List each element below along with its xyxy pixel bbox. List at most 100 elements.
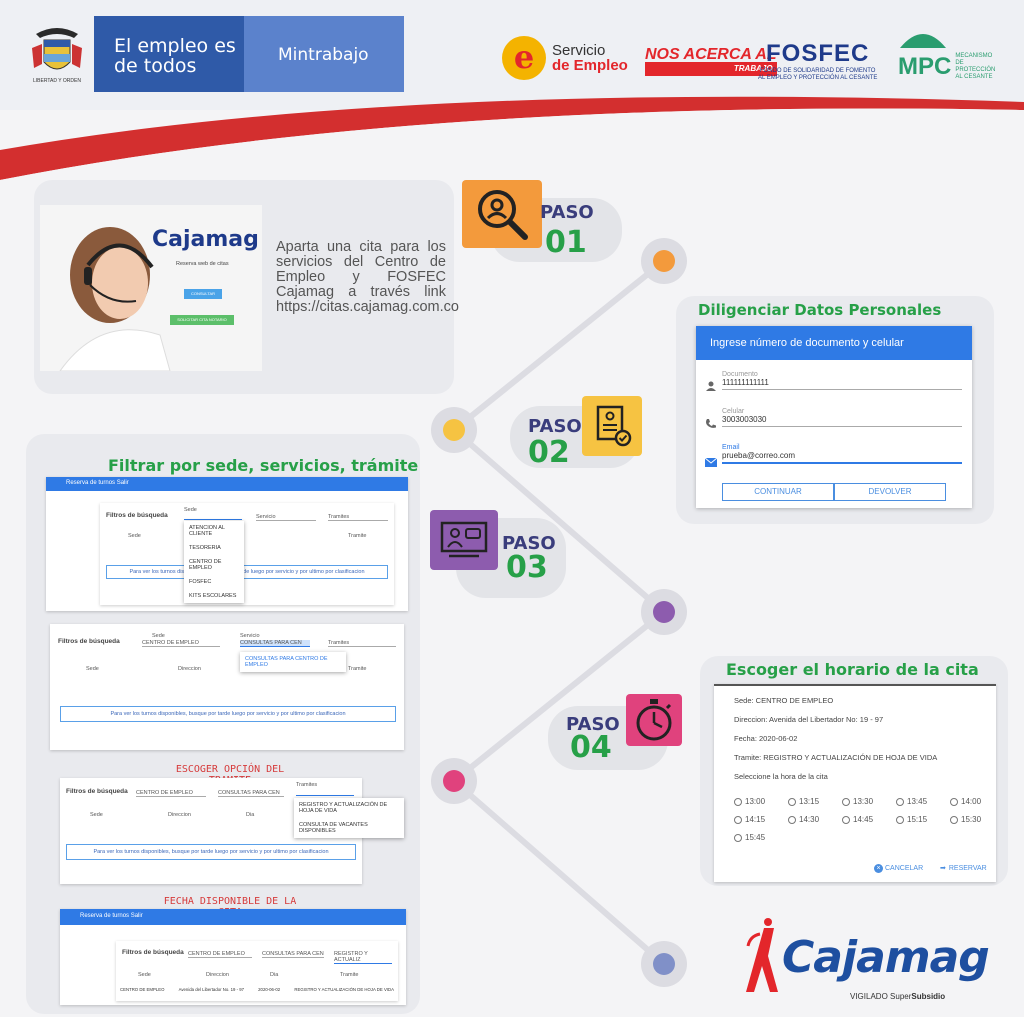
time-slot[interactable]: 13:45 <box>896 797 950 806</box>
tramite-option[interactable]: CONSULTA DE VACANTES DISPONIBLES <box>299 822 368 834</box>
gov-slogan: El empleo es de todos <box>94 16 244 92</box>
col-sede: Sede <box>90 812 103 818</box>
sede-option[interactable]: CENTRO DE EMPLEO <box>189 559 222 571</box>
gov-banner: El empleo es de todos Mintrabajo <box>94 16 404 92</box>
screenshot-sede: Reserva de turnos Salir Filtros de búsqu… <box>46 477 408 611</box>
search-user-icon <box>478 190 528 240</box>
time-slot[interactable]: 13:30 <box>842 797 896 806</box>
sede-option[interactable]: KITS ESCOLARES <box>189 593 237 599</box>
colombia-coat-of-arms-icon: LIBERTAD Y ORDEN <box>32 28 82 84</box>
servicio-select[interactable]: CONSULTAS PARA CEN <box>240 640 310 647</box>
col-sede: Sede <box>138 972 151 978</box>
time-slot[interactable]: 13:15 <box>788 797 842 806</box>
tramite-select[interactable]: Tramites <box>328 640 396 647</box>
sede-option[interactable]: TESORERIA <box>189 545 221 551</box>
timeline-dot-5 <box>641 941 687 987</box>
info-banner: Para ver los turnos disponibles, busque … <box>66 844 356 860</box>
step1-paso-label: PASO <box>540 202 594 223</box>
continuar-button[interactable]: CONTINUAR <box>722 483 834 501</box>
reserve-button[interactable]: ➡ RESERVAR <box>940 864 987 873</box>
time-slot[interactable]: 15:45 <box>734 833 788 842</box>
sede-dropdown: ATENCION AL CLIENTE TESORERIA CENTRO DE … <box>184 521 244 603</box>
email-value: prueba@correo.com <box>722 451 962 464</box>
step1-number: 01 <box>545 225 587 260</box>
step3-number: 03 <box>506 550 548 585</box>
sede-select[interactable] <box>184 514 242 520</box>
reserve-label: RESERVAR <box>948 864 987 872</box>
info-banner: Para ver los turnos disponibles, busque … <box>106 565 388 579</box>
servicio-empleo-line1: Servicio <box>552 42 606 59</box>
tramite-option[interactable]: REGISTRO Y ACTUALIZACIÓN DE HOJA DE VIDA <box>299 802 388 814</box>
info-banner: Para ver los turnos disponibles, busque … <box>60 706 396 722</box>
email-field[interactable]: Email prueba@correo.com <box>722 444 962 464</box>
servicio-select[interactable]: CONSULTAS PARA CEN <box>218 790 284 797</box>
col-sede: Sede <box>86 666 99 672</box>
row-direccion: Avenida del Libertador No. 19 - 97 <box>178 987 244 992</box>
time-slot[interactable]: 15:30 <box>950 815 1004 824</box>
col-direccion: Direccion <box>178 666 201 672</box>
subsidio-label: Subsidio <box>911 992 946 1001</box>
step4-paso-label: PASO <box>566 714 620 735</box>
form-header: Ingrese número de documento y celular <box>696 326 972 360</box>
sede-label: Sede <box>152 633 165 639</box>
time-slot[interactable]: 15:15 <box>896 815 950 824</box>
devolver-button[interactable]: DEVOLVER <box>834 483 946 501</box>
sede-option[interactable]: ATENCION AL CLIENTE <box>189 525 225 537</box>
footer-brand: Cajamag <box>782 932 990 983</box>
step3-title: Filtrar por sede, servicios, trámite <box>108 456 419 475</box>
tramite-select[interactable]: REGISTRO Y ACTUALIZ <box>334 951 392 964</box>
servicio-option[interactable]: CONSULTAS PARA CENTRO DE EMPLEO <box>245 656 328 668</box>
filters-title: Filtros de búsqueda <box>66 788 128 795</box>
svg-text:LIBERTAD Y ORDEN: LIBERTAD Y ORDEN <box>33 78 81 84</box>
photo-subtitle: Reserva web de citas <box>176 261 229 267</box>
step2-icon-box <box>582 396 642 456</box>
sede-select[interactable]: CENTRO DE EMPLEO <box>136 790 206 797</box>
step2-paso-label: PASO <box>528 416 582 437</box>
email-icon <box>704 454 718 472</box>
sede-select[interactable]: CENTRO DE EMPLEO <box>142 640 220 647</box>
time-slot[interactable]: 13:00 <box>734 797 788 806</box>
servicio-empleo-line2: de Empleo <box>552 57 628 74</box>
time-slot[interactable]: 14:00 <box>950 797 1004 806</box>
cajamag-footer-logo: Cajamag VIGILADO SuperSubsidio <box>744 912 990 1004</box>
step3-icon-box <box>430 510 498 570</box>
tramite-line: Tramite: REGISTRO Y ACTUALIZACIÓN DE HOJ… <box>734 753 938 762</box>
reserva-bar: Reserva de turnos Salir <box>60 909 406 925</box>
cancel-button[interactable]: × CANCELAR <box>874 864 923 873</box>
step3-paso-label: PASO <box>502 533 556 554</box>
timeline-dot-1 <box>641 238 687 284</box>
sede-select[interactable]: CENTRO DE EMPLEO <box>188 951 252 958</box>
step4-number: 04 <box>570 730 612 765</box>
tramite-select[interactable] <box>296 790 354 796</box>
documento-field[interactable]: Documento 111111111111 <box>722 371 962 390</box>
col-dia: Dia <box>270 972 279 978</box>
timeline-dot-2 <box>431 407 477 453</box>
tramite-select[interactable]: Tramites <box>328 514 388 521</box>
sede-label: Sede <box>184 507 197 513</box>
time-slot[interactable]: 14:30 <box>788 815 842 824</box>
servicio-select[interactable]: CONSULTAS PARA CEN <box>262 951 324 958</box>
sede-option[interactable]: FOSFEC <box>189 579 212 585</box>
photo-consultar-button[interactable]: CONSULTAR <box>184 289 222 299</box>
documento-label: Documento <box>722 371 758 378</box>
servicio-select[interactable]: Servicio <box>256 514 316 521</box>
time-slot[interactable]: 14:15 <box>734 815 788 824</box>
col-direccion: Direccion <box>206 972 229 978</box>
direccion-line: Direccion: Avenida del Libertador No: 19… <box>734 715 884 724</box>
col-sede: Sede <box>128 533 141 539</box>
document-check-icon <box>596 405 632 447</box>
nos-acerca-line1: NOS ACERCA AL <box>645 46 777 63</box>
time-slot[interactable]: 14:45 <box>842 815 896 824</box>
documento-value: 111111111111 <box>722 378 962 390</box>
photo-solicitar-button[interactable]: SOLICITAR CITA NOTARIO <box>170 315 234 325</box>
table-row[interactable]: CENTRO DE EMPLEO Avenida del Libertador … <box>120 987 394 992</box>
row-dia: 2020-06-02 <box>258 987 281 992</box>
umbrella-icon <box>900 34 946 48</box>
vigilado-label: VIGILADO <box>850 992 888 1001</box>
row-tramite: REGISTRO Y ACTUALIZACIÓN DE HOJA DE VIDA <box>294 987 394 992</box>
tramite-dropdown: REGISTRO Y ACTUALIZACIÓN DE HOJA DE VIDA… <box>294 798 404 838</box>
mpc-logo: MPC MECANISMO DE PROTECCIÓN AL CESANTE <box>898 28 999 81</box>
celular-field[interactable]: Celular 3003003030 <box>722 408 962 427</box>
